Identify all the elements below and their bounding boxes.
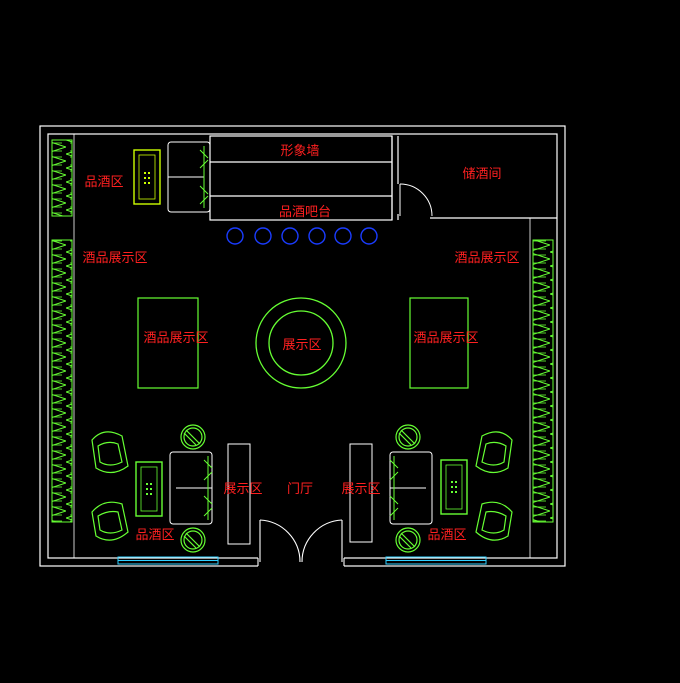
stool-br-bottom (395, 527, 421, 553)
label-display-bottom-right: 展示区 (341, 482, 380, 497)
wine-rack-left-lower (51, 239, 73, 523)
label-display-right-center: 酒品展示区 (413, 331, 478, 346)
label-display-left-center: 酒品展示区 (143, 331, 208, 346)
display-counter-left (227, 443, 251, 545)
armchair-bl-top (91, 431, 129, 474)
sofa-bottom-left (169, 451, 213, 525)
sofa-bottom-right (389, 451, 433, 525)
label-wine-storage: 储酒间 (462, 167, 501, 182)
windows (117, 556, 487, 565)
label-image-wall: 形象墙 (280, 144, 319, 159)
sofa-top-left (167, 141, 211, 213)
tasting-table-bottom-left (135, 461, 163, 517)
label-tasting-area-bottom-right: 品酒区 (427, 528, 466, 543)
wine-rack-left-upper (51, 139, 73, 217)
room-labels: 形象墙 品酒吧台 储酒间 品酒区 酒品展示区 酒品展示区 酒品展示区 酒品展示区… (82, 144, 519, 543)
label-display-bottom-left: 展示区 (223, 482, 262, 497)
bar-stools (226, 227, 378, 245)
stool-bl-bottom (180, 527, 206, 553)
label-bar-counter: 品酒吧台 (279, 205, 331, 220)
armchair-br-bottom (475, 501, 513, 541)
armchair-br-top (475, 431, 513, 474)
entrance-doors[interactable] (257, 519, 345, 568)
stool-bl-top (180, 424, 206, 450)
armchair-bl-bottom (91, 501, 129, 541)
display-counter-right (349, 443, 373, 543)
label-lobby: 门厅 (287, 482, 313, 497)
wine-rack-right (532, 239, 554, 523)
label-tasting-area-bottom-left: 品酒区 (135, 528, 174, 543)
display-table-right (409, 297, 469, 389)
tasting-table-top-left (133, 149, 161, 205)
label-display-right: 酒品展示区 (454, 251, 519, 266)
center-round-display (255, 297, 347, 389)
label-display-left: 酒品展示区 (82, 251, 147, 266)
stool-br-top (395, 424, 421, 450)
storage-door[interactable] (399, 183, 433, 217)
label-center-display: 展示区 (282, 338, 321, 353)
tasting-table-bottom-right (440, 459, 468, 515)
label-tasting-area-top-left: 品酒区 (84, 175, 123, 190)
display-table-left (137, 297, 199, 389)
